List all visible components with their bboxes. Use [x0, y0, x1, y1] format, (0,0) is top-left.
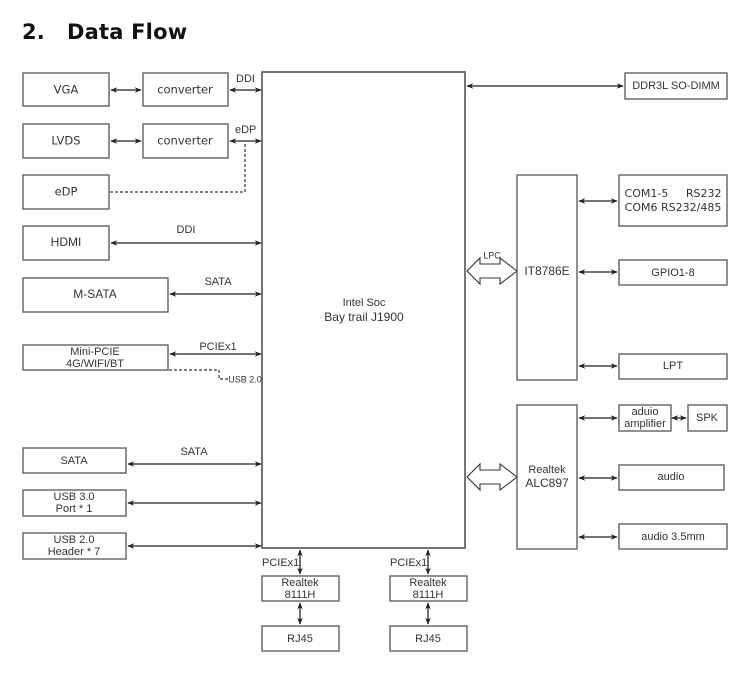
lan1-label-line1: Realtek [281, 577, 319, 589]
superio-label: IT8786E [524, 264, 569, 278]
usb2-label-line1: USB 2.0 [54, 534, 95, 546]
lan1-controller-block: Realtek 8111H [261, 575, 340, 602]
sata-label: SATA [60, 455, 88, 467]
edp-dashed-link [110, 142, 246, 193]
lpt-block: LPT [618, 353, 728, 380]
vga-converter-block: converter [142, 72, 229, 107]
rj45-2-block: RJ45 [389, 625, 468, 652]
lan1-label-line2: 8111H [285, 589, 316, 601]
speaker-label: SPK [696, 412, 719, 424]
minipcie-label-line2: 4G/WIFI/BT [66, 358, 124, 370]
codec-label-line2: ALC897 [525, 476, 569, 490]
section-number: 2. [22, 20, 45, 44]
usb2-label-line2: Header * 7 [48, 546, 101, 558]
minipcie-block: Mini-PCIE 4G/WIFI/BT [22, 344, 169, 371]
audio35-block: audio 3.5mm [618, 523, 728, 550]
com-label-line2: COM6 RS232/485 [625, 201, 722, 214]
memory-label: DDR3L SO-DIMM [632, 80, 720, 92]
amplifier-block: aduio amplifier [618, 404, 672, 432]
vga-ddi-label: DDI [236, 73, 255, 85]
lvds-label: LVDS [51, 134, 80, 148]
rj45-1-label: RJ45 [287, 633, 313, 645]
memory-block: DDR3L SO-DIMM [624, 72, 728, 100]
com-label-line1: COM1-5 RS232 [625, 187, 722, 200]
hdmi-ddi-label: DDI [177, 224, 196, 236]
audio-block: audio [618, 464, 725, 491]
edp-label: eDP [55, 185, 78, 199]
soc-block: Intel Soc Bay trail J1900 [261, 71, 466, 549]
minipcie-label-line1: Mini-PCIE [70, 346, 120, 358]
usb2-block: USB 2.0 Header * 7 [22, 532, 127, 560]
lan2-label-line2: 8111H [413, 589, 444, 601]
minipcie-pcie-label: PCIEx1 [199, 341, 236, 353]
minipcie-usb-label: USB 2.0 [228, 374, 262, 384]
soc-label-line1: Intel Soc [343, 297, 386, 309]
amplifier-label-line2: amplifier [624, 418, 666, 430]
msata-label: M-SATA [73, 287, 117, 301]
msata-sata-label: SATA [204, 276, 232, 288]
lan1-pcie-label: PCIEx1 [262, 557, 299, 569]
com-ports-block: COM1-5 RS232 COM6 RS232/485 [618, 174, 728, 227]
vga-block: VGA [22, 72, 110, 107]
lan2-label-line1: Realtek [409, 577, 447, 589]
lvds-block: LVDS [22, 123, 110, 159]
soc-label-line2: Bay trail J1900 [324, 310, 404, 324]
audio-bus-arrow [466, 462, 518, 492]
amplifier-label-line1: aduio [632, 406, 659, 418]
vga-label: VGA [54, 83, 79, 97]
vga-converter-label: converter [157, 83, 213, 97]
hdmi-label: HDMI [51, 235, 82, 249]
lvds-edp-label: eDP [235, 124, 256, 136]
superio-block: IT8786E [516, 174, 578, 381]
lan2-pcie-label: PCIEx1 [390, 557, 427, 569]
section-heading: 2. Data Flow [22, 20, 187, 44]
codec-block: Realtek ALC897 [516, 404, 578, 550]
usb3-block: USB 3.0 Port * 1 [22, 489, 127, 517]
minipcie-usb-dashed-link [169, 369, 228, 380]
lpc-bus-label: LPC [483, 250, 501, 260]
lvds-converter-label: converter [157, 134, 213, 148]
sata-block: SATA [22, 447, 127, 474]
edp-block: eDP [22, 174, 110, 210]
rj45-1-block: RJ45 [261, 625, 340, 652]
lan2-controller-block: Realtek 8111H [389, 575, 468, 602]
gpio-block: GPIO1-8 [618, 259, 728, 286]
section-title: Data Flow [67, 20, 188, 44]
audio-label: audio [658, 471, 685, 483]
gpio-label: GPIO1-8 [651, 267, 694, 279]
speaker-block: SPK [687, 404, 728, 432]
lpt-label: LPT [663, 360, 683, 372]
lpc-bus-arrow [466, 256, 518, 286]
sata-bus-label: SATA [180, 446, 208, 458]
codec-label-line1: Realtek [528, 464, 566, 476]
lvds-converter-block: converter [142, 123, 229, 159]
msata-block: M-SATA [22, 277, 169, 313]
usb3-label-line1: USB 3.0 [54, 491, 95, 503]
usb3-label-line2: Port * 1 [56, 503, 93, 515]
hdmi-block: HDMI [22, 225, 110, 261]
audio35-label: audio 3.5mm [641, 531, 705, 543]
rj45-2-label: RJ45 [415, 633, 441, 645]
